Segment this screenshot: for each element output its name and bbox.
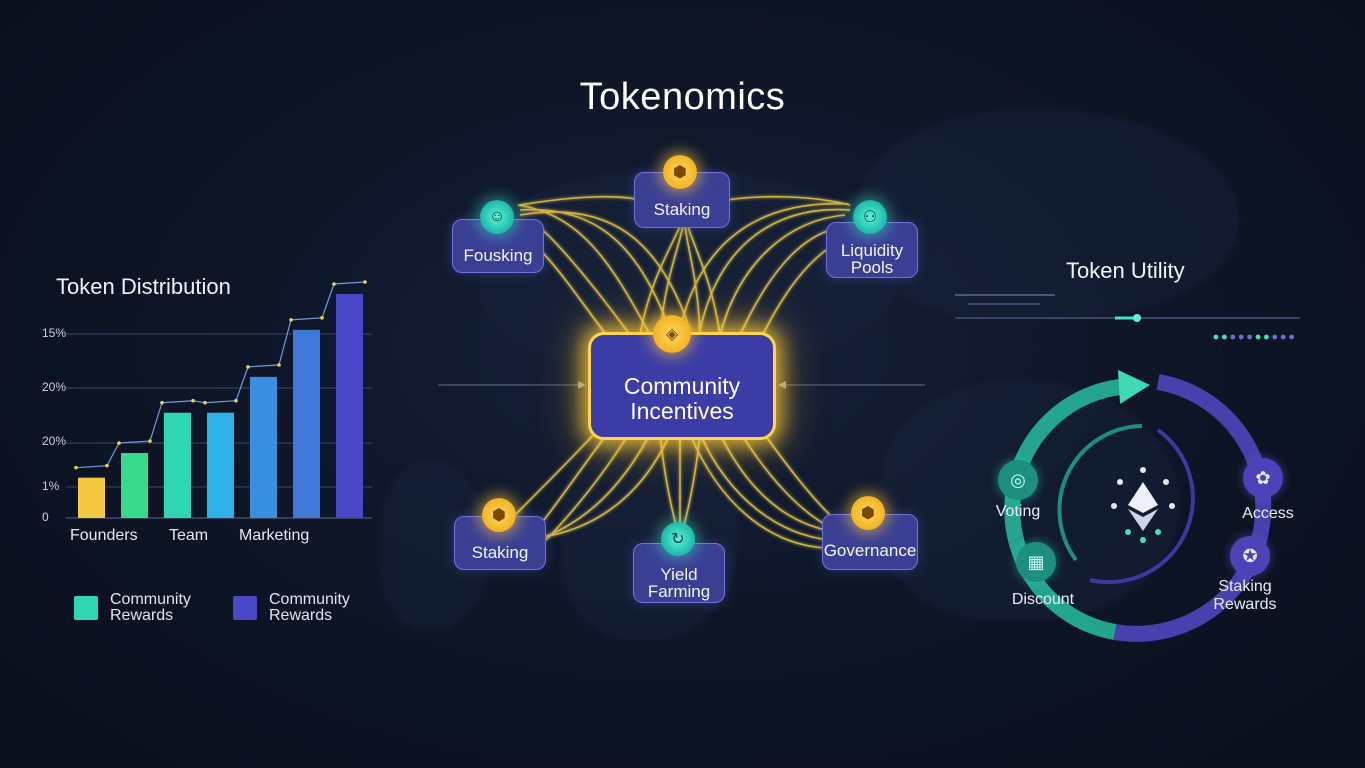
y-tick-label: 1% (42, 479, 60, 493)
decor-dot (1289, 334, 1294, 340)
decor-dot (1280, 334, 1286, 340)
governance-node[interactable]: Governance (822, 514, 918, 570)
trend-point (148, 439, 152, 443)
bar (121, 453, 148, 518)
trend-point (160, 400, 164, 405)
decor-dot (1238, 334, 1244, 340)
decor-dot (1272, 334, 1278, 340)
decor-dot (1247, 334, 1252, 340)
token-utility-title: Token Utility (1066, 258, 1185, 283)
trend-point (74, 465, 78, 470)
trend-point (203, 400, 207, 405)
trend-point (289, 318, 293, 322)
users-icon: ⚇ (853, 200, 887, 234)
legend-label: Community Rewards (269, 591, 350, 624)
discount-icon: ▦ (1016, 542, 1056, 582)
access-icon: ✿ (1243, 458, 1283, 498)
trend-point (234, 398, 238, 403)
bar (164, 412, 191, 518)
token-icon: ⬢ (851, 496, 885, 530)
badge-icon: ✪ (1230, 536, 1270, 576)
x-tick-label: Marketing (239, 527, 310, 544)
bar (207, 412, 234, 518)
legend-item: Community Rewards (233, 592, 383, 632)
y-tick-label: 0 (42, 510, 49, 524)
vote-icon: ◎ (998, 460, 1038, 500)
trend-point (320, 316, 324, 320)
ethereum-icon (1111, 467, 1175, 543)
trend-point (363, 280, 367, 284)
decor-dot (1255, 334, 1261, 340)
trend-point (105, 463, 109, 468)
y-tick-label: 20% (42, 380, 67, 394)
bar (78, 477, 105, 518)
world-map-background (860, 110, 1240, 320)
token-icon: ⬢ (663, 155, 697, 189)
legend-item: Community Rewards (74, 592, 224, 632)
trend-point (246, 365, 250, 369)
legend-swatch (74, 596, 98, 620)
x-tick-label: Founders (70, 527, 138, 544)
trend-point (332, 282, 336, 286)
bar (336, 294, 363, 518)
refresh-icon: ↻ (661, 522, 695, 556)
utility-access[interactable]: Access (1242, 505, 1294, 522)
token-icon: ◈ (653, 315, 691, 353)
decor-dot (1213, 334, 1219, 340)
trend-point (117, 441, 121, 445)
utility-discount[interactable]: Discount (1011, 591, 1075, 608)
legend-label: Community Rewards (110, 591, 191, 624)
decor-dot (1230, 334, 1236, 340)
trend-line (75, 281, 366, 469)
trend-point (277, 363, 281, 367)
token-distribution-chart (66, 280, 372, 519)
person-icon: ☺ (480, 200, 514, 234)
page-title: Tokenomics (579, 76, 786, 118)
y-tick-label: 15% (42, 326, 67, 340)
utility-staking-rewards[interactable]: Staking Rewards (1213, 578, 1277, 613)
trend-point (191, 398, 195, 403)
community-incentives-node[interactable]: Community Incentives (588, 332, 776, 440)
bar (250, 376, 277, 518)
bar (293, 329, 320, 518)
decor-dot (1222, 334, 1227, 340)
legend-swatch (233, 596, 257, 620)
y-tick-label: 20% (42, 434, 67, 448)
token-distribution-title: Token Distribution (56, 274, 231, 299)
utility-voting[interactable]: Voting (995, 503, 1041, 520)
x-tick-label: Team (169, 527, 209, 544)
token-icon: ⬢ (482, 498, 516, 532)
decor-dot (1264, 334, 1269, 340)
